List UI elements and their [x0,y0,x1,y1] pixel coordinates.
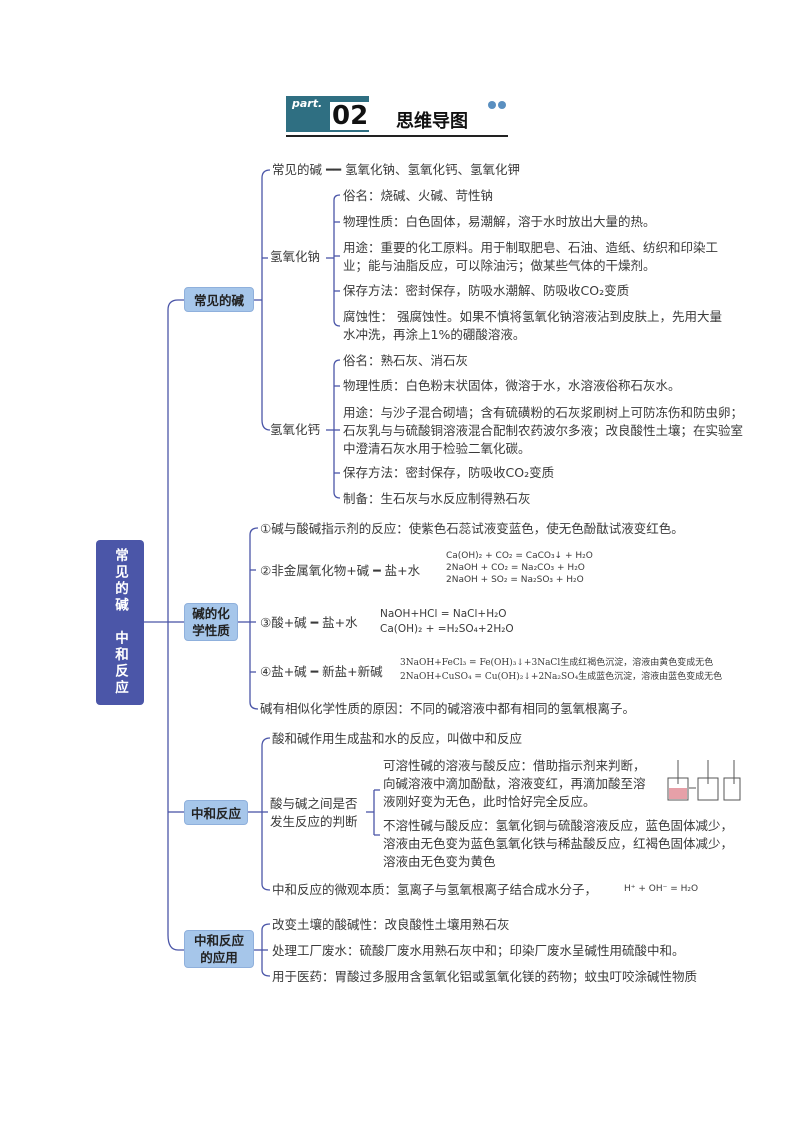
naoh-label: 氢氧化钠 [270,249,321,264]
equation: Ca(OH)₂ + CO₂ = CaCO₃↓ + H₂O [446,551,593,561]
application-item: 处理工厂废水：硫酸厂废水用熟石灰中和；印染厂废水呈碱性用硫酸中和。 [272,943,685,958]
neutralization-essence: 中和反应的微观本质：氢离子与氢氧根离子结合成水分子， [272,882,598,897]
header-title: 思维导图 [396,111,468,132]
caoh2-item: 物理性质：白色粉末状固体，微溶于水，水溶液俗称石灰水。 [343,378,681,393]
chem-prop-item: ①碱与酸碱指示剂的反应：使紫色石蕊试液变蓝色，使无色酚酞试液变红色。 [260,521,684,536]
essence-equation: H⁺ + OH⁻ = H₂O [624,884,699,894]
caoh2-label: 氢氧化钙 [270,422,321,437]
naoh-item: 用途：重要的化工原料。用于制取肥皂、石油、造纸、纺织和印染工业；能与油脂反应，可… [343,240,719,273]
node-applications: 中和反应的应用 [184,930,254,968]
naoh-item: 腐蚀性： 强腐蚀性。如果不慎将氢氧化钠溶液沾到皮肤上，先用大量水冲洗，再涂上1%… [343,309,722,342]
chem-prop-item: ③酸+碱 ━ 盐+水 [260,615,358,630]
insoluble-reaction: 不溶性碱与酸反应：氢氧化铜与硫酸溶液反应，蓝色固体减少，溶液由无色变为蓝色氢氧化… [383,818,734,869]
caoh2-item: 俗名：熟石灰、消石灰 [343,353,469,368]
part-badge: part. 02 [286,96,371,132]
naoh-item: 俗名：烧碱、火碱、苛性钠 [343,188,494,203]
header-underline [286,135,508,137]
equation: 2NaOH + SO₂ = Na₂SO₃ + H₂O [446,575,584,585]
caoh2-item: 制备：生石灰与水反应制得熟石灰 [343,491,531,506]
root-topic: 常见的碱 中和反应 [96,540,144,705]
caoh2-item: 保存方法：密封保存，防吸收CO₂变质 [343,465,555,480]
node-neutralization: 中和反应 [184,800,248,825]
equation: Ca(OH)₂ + =H₂SO₄+2H₂O [380,623,514,635]
judge-label: 酸与碱之间是否发生反应的判断 [270,796,358,829]
part-number: 02 [330,101,371,131]
naoh-item: 物理性质：白色固体，易潮解，溶于水时放出大量的热。 [343,214,656,229]
common-bases-intro: 常见的碱 ━━ 氢氧化钠、氢氧化钙、氢氧化钾 [272,162,520,177]
application-item: 用于医药：胃酸过多服用含氢氧化铝或氢氧化镁的药物；蚊虫叮咬涂碱性物质 [272,969,698,984]
node-common-bases: 常见的碱 [184,287,254,312]
equation: 2NaOH + CO₂ = Na₂CO₃ + H₂O [446,563,585,573]
naoh-item: 保存方法：密封保存，防吸水潮解、防吸收CO₂变质 [343,283,630,298]
equation: NaOH+HCl = NaCl+H₂O [380,608,507,620]
chem-prop-item: ④盐+碱 ━ 新盐+新碱 [260,664,383,679]
part-label: part. [292,97,323,110]
header-decoration-icon [487,96,509,115]
application-item: 改变土壤的酸碱性：改良酸性土壤用熟石灰 [272,917,510,932]
neutralization-definition: 酸和碱作用生成盐和水的反应，叫做中和反应 [272,731,523,746]
chem-prop-item: 碱有相似化学性质的原因：不同的碱溶液中都有相同的氢氧根离子。 [260,701,636,716]
titration-illustration [664,758,744,810]
node-chem-props: 碱的化学性质 [184,603,238,641]
chem-prop-item: ②非金属氧化物+碱 ━ 盐+水 [260,563,421,578]
equation: 2NaOH+CuSO₄ = Cu(OH)₂↓+2Na₂SO₄生成蓝色沉淀，溶液由… [400,672,723,682]
caoh2-item: 用途：与沙子混合砌墙；含有硫磺粉的石灰浆刷树上可防冻伤和防虫卵；石灰乳与与硫酸铜… [343,405,744,456]
equation: 3NaOH+FeCl₃ = Fe(OH)₃↓+3NaCl生成红褐色沉淀，溶液由黄… [400,658,714,668]
soluble-reaction: 可溶性碱的溶液与酸反应：借助指示剂来判断，向碱溶液中滴加酚酞，溶液变红，再滴加酸… [383,758,646,809]
